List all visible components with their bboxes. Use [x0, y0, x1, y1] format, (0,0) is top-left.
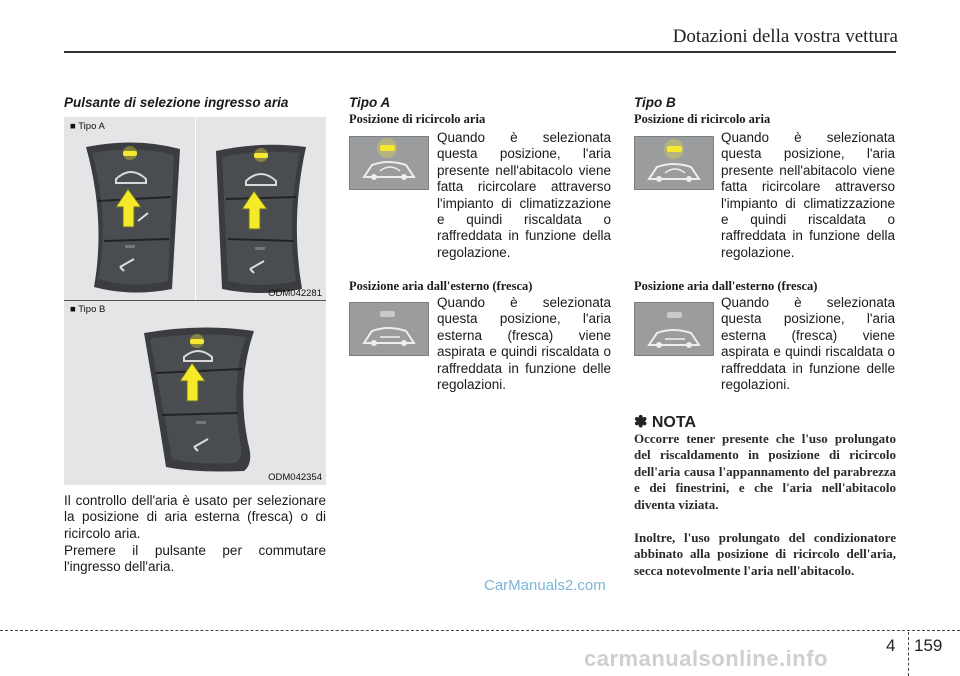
figure-label-a: ■ Tipo A	[70, 121, 105, 132]
fresh-air-icon	[647, 312, 701, 348]
figure-panel: ■ Tipo A ODM042281 ■ Tipo B	[64, 117, 326, 485]
right-fresh-title: Posizione aria dall'esterno (fresca)	[634, 279, 818, 293]
nota-text-2: Inoltre, l'uso prolungato del condiziona…	[634, 530, 896, 578]
recirc-indicator-icon	[362, 138, 416, 180]
figure-code-b: ODM042354	[268, 472, 322, 483]
bullet-icon: ■	[70, 121, 76, 132]
right-recirc-title: Posizione di ricircolo aria	[634, 112, 771, 126]
footer-brand: carmanualsonline.info	[584, 646, 828, 671]
left-paragraph-2: Premere il pulsante per commutare l'ingr…	[64, 543, 326, 575]
switch-a1-illustration	[86, 142, 180, 293]
middle-recirc-title: Posizione di ricircolo aria	[349, 112, 486, 126]
nota-text-1: Occorre tener presente che l'uso prolung…	[634, 431, 896, 512]
fresh-button-thumb-a	[349, 302, 429, 356]
middle-recirc-text: Quando è selezionata questa posizione, l…	[437, 130, 611, 260]
middle-fresh-text: Quando è selezionata questa posizione, l…	[437, 295, 611, 393]
right-fresh-text: Quando è selezionata questa posizione, l…	[721, 295, 895, 393]
middle-heading: Tipo A	[349, 95, 391, 110]
left-heading: Pulsante di selezione ingresso aria	[64, 95, 289, 110]
page-number: 159	[914, 636, 943, 655]
right-recirc-text: Quando è selezionata questa posizione, l…	[721, 130, 895, 260]
header-rule	[64, 51, 896, 53]
switch-a2-illustration	[216, 144, 306, 293]
bullet-icon: ■	[70, 304, 76, 315]
watermark: CarManuals2.com	[484, 577, 606, 594]
footer-dashed-rule	[0, 630, 960, 631]
figure-separator	[64, 300, 326, 301]
figure-label-b: ■ Tipo B	[70, 304, 105, 315]
header-title: Dotazioni della vostra vettura	[672, 26, 898, 47]
nota-heading: ✽ NOTA	[634, 412, 696, 432]
recirc-button-thumb-b	[634, 136, 714, 190]
figure-label-b-text: Tipo B	[78, 304, 106, 315]
asterisk-icon: ✽	[634, 414, 648, 431]
middle-fresh-title: Posizione aria dall'esterno (fresca)	[349, 279, 533, 293]
recirc-button-thumb-a	[349, 136, 429, 190]
right-heading: Tipo B	[634, 95, 676, 110]
figure-code-a: ODM042281	[268, 288, 322, 299]
nota-title: NOTA	[651, 414, 696, 431]
switch-b-illustration	[144, 327, 254, 472]
fresh-air-icon	[362, 311, 416, 346]
footer-separator	[908, 632, 909, 676]
chapter-number: 4	[886, 636, 896, 655]
figure-divider	[195, 117, 196, 300]
fresh-button-thumb-b	[634, 302, 714, 356]
figure-label-a-text: Tipo A	[78, 121, 105, 132]
left-paragraph-1: Il controllo dell'aria è usato per selez…	[64, 493, 326, 541]
recirc-indicator-icon	[647, 139, 701, 182]
